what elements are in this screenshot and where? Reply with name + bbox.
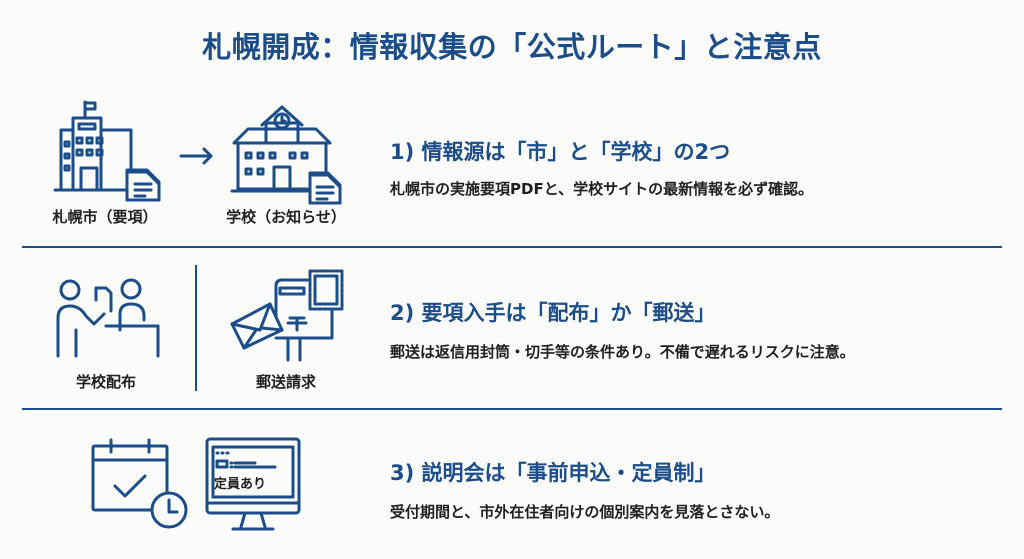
section-2-heading: 2) 要項入手は「配布」か「郵送」	[390, 301, 716, 325]
section-1-body: 札幌市の実施要項PDFと、学校サイトの最新情報を必ず確認。	[390, 180, 814, 198]
calendar-check-clock-icon	[91, 438, 188, 529]
school-document-icon	[230, 105, 342, 205]
section-2-body: 郵送は返信用封筒・切手等の条件あり。不備で遅れるリスクに注意。	[390, 343, 855, 361]
city-hall-document-icon	[53, 100, 161, 202]
mail-request-label: 郵送請求	[255, 373, 316, 391]
school-handout-icon	[56, 278, 160, 358]
section-divider	[22, 408, 1002, 410]
section-3-body: 受付期間と、市外在住者向けの個別案内を見落とさない。	[390, 503, 780, 521]
section-1-heading: 1) 情報源は「市」と「学校」の2つ	[390, 140, 731, 164]
section-divider	[22, 246, 1002, 248]
arrow-right-icon	[179, 147, 213, 165]
mail-request-icon	[230, 269, 344, 362]
page-title: 札幌開成：情報収集の「公式ルート」と注意点	[202, 30, 822, 64]
vertical-divider	[195, 265, 197, 391]
city-label: 札幌市（要項）	[52, 208, 158, 226]
school-label: 学校（お知らせ）	[226, 208, 346, 226]
monitor-text: 定員あり	[214, 477, 267, 492]
section-3-heading: 3) 説明会は「事前申込・定員制」	[390, 461, 716, 485]
school-distribution-label: 学校配布	[75, 373, 136, 391]
monitor-icon	[205, 437, 301, 531]
